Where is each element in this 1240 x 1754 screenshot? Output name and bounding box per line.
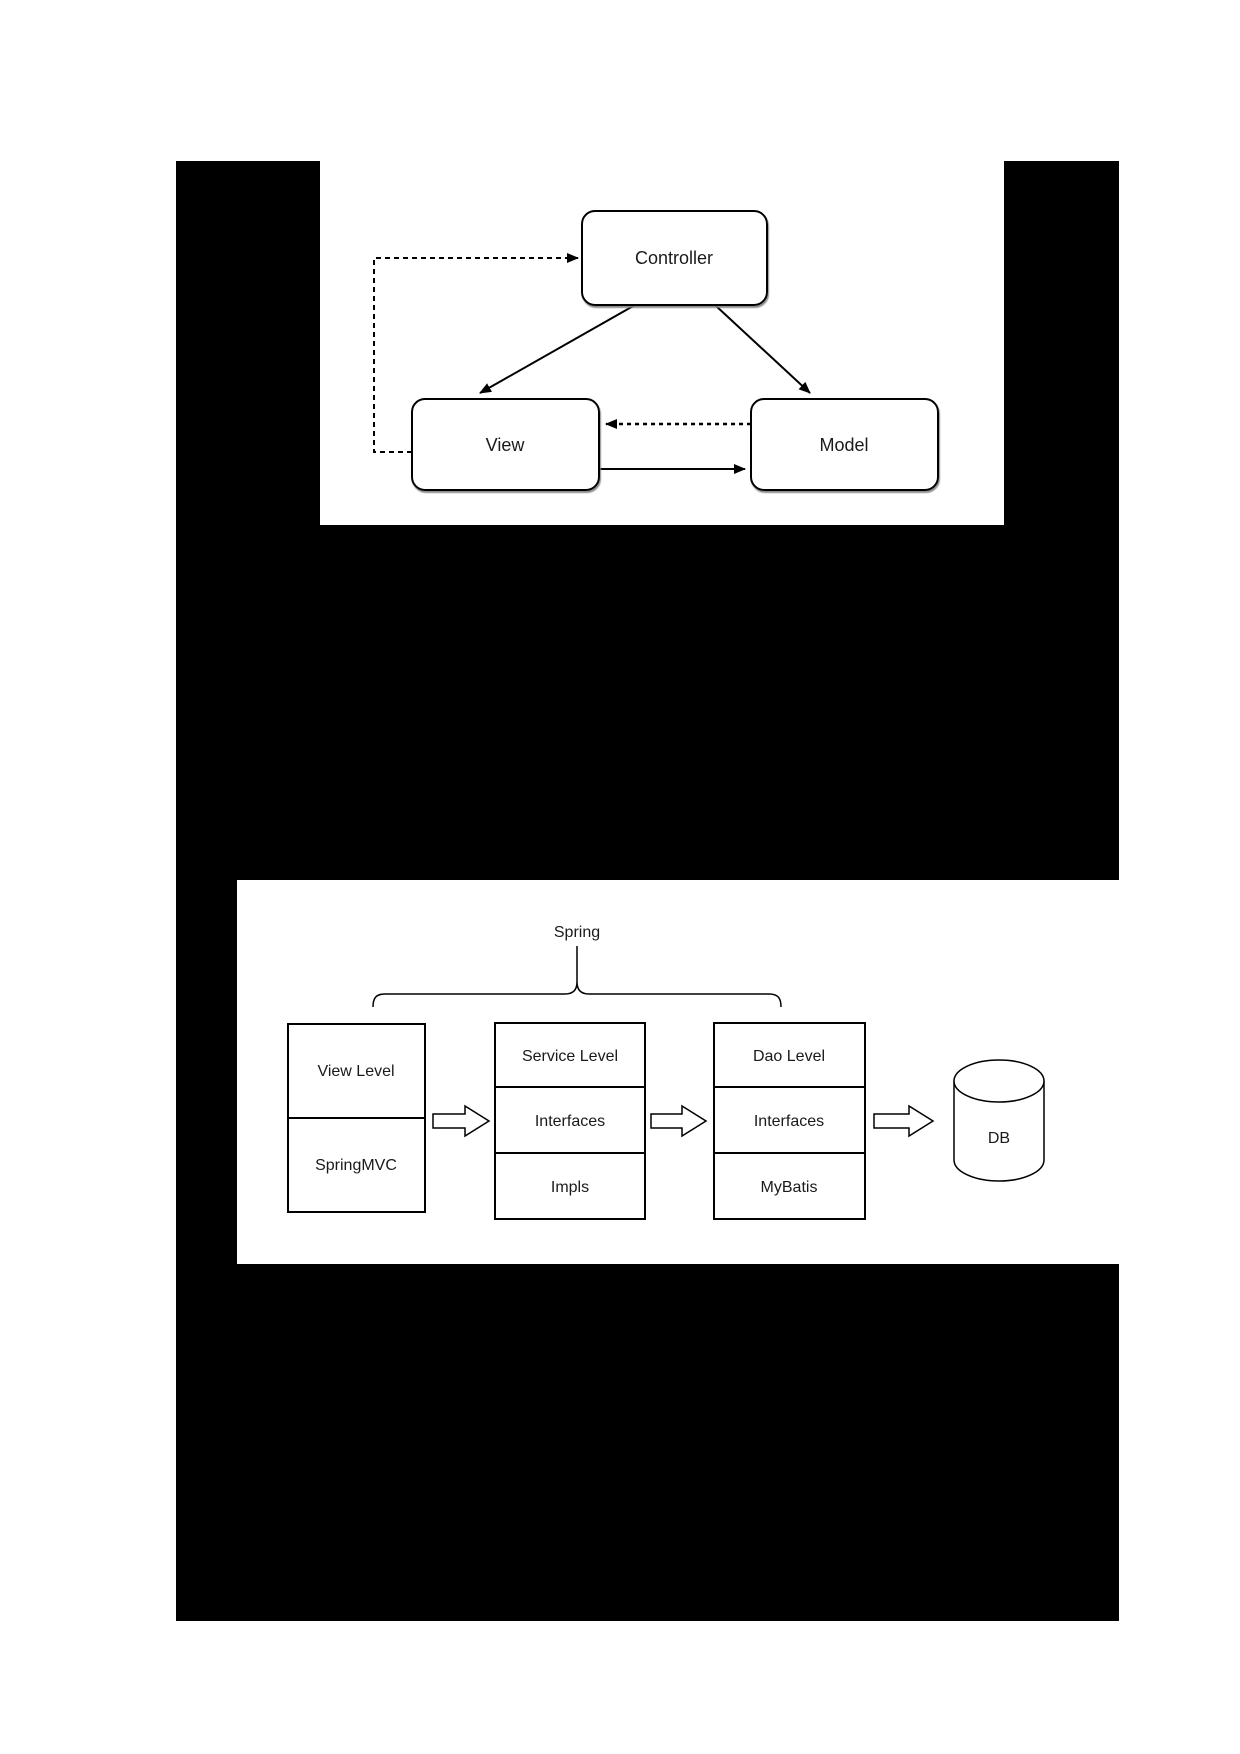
db-label: DB <box>988 1130 1010 1147</box>
controller-label: Controller <box>635 248 713 268</box>
mvc-diagram: Controller View Model <box>373 210 939 491</box>
view-label: View <box>486 435 526 455</box>
dao-level-cell: Dao Level <box>753 1048 825 1065</box>
view-to-controller-dashed-arrow <box>373 253 579 453</box>
service-to-dao-block-arrow <box>650 1104 708 1138</box>
dao-level-column: Dao Level Interfaces MyBatis <box>713 1022 866 1220</box>
spring-brace-label: Spring <box>554 924 600 941</box>
controller-node: Controller <box>581 210 768 306</box>
database-cylinder: DB <box>953 1059 1045 1182</box>
impls-cell: Impls <box>551 1179 589 1196</box>
controller-to-view-arrow <box>479 304 636 394</box>
view-level-column: View Level SpringMVC <box>287 1023 426 1213</box>
springmvc-cell: SpringMVC <box>315 1157 397 1174</box>
service-level-cell: Service Level <box>522 1048 618 1065</box>
spring-scope-brace <box>372 981 782 1008</box>
service-interfaces-cell: Interfaces <box>535 1113 605 1130</box>
view-to-service-block-arrow <box>432 1104 491 1138</box>
service-level-column: Service Level Interfaces Impls <box>494 1022 646 1220</box>
mybatis-cell: MyBatis <box>761 1179 818 1196</box>
view-node: View <box>411 398 600 491</box>
model-label: Model <box>819 435 868 455</box>
controller-to-model-arrow <box>714 304 811 394</box>
dao-interfaces-cell: Interfaces <box>754 1113 824 1130</box>
model-node: Model <box>750 398 939 491</box>
mvc-diagram-panel: Controller View Model <box>320 161 1004 525</box>
spring-architecture-diagram: Spring View Level SpringMVC Service Leve… <box>287 924 1045 1220</box>
view-level-cell: View Level <box>317 1063 394 1080</box>
dao-to-db-block-arrow <box>873 1104 935 1138</box>
spring-diagram-panel: Spring View Level SpringMVC Service Leve… <box>237 880 1119 1264</box>
